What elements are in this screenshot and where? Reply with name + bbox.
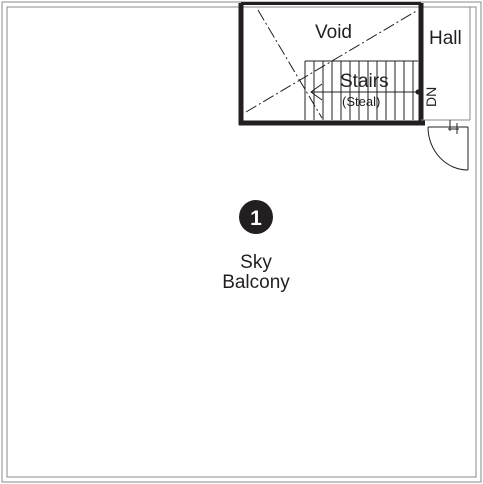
stair-void-walls [238, 2, 425, 126]
room-number: 1 [250, 207, 262, 230]
hall-label: Hall [429, 28, 462, 49]
stair-direction-label: DN [423, 87, 439, 107]
sky-balcony-label-line1: Sky [240, 252, 272, 273]
room-number-badge [239, 200, 273, 234]
stairs-label: Stairs [340, 71, 389, 92]
hall-walls [421, 7, 471, 121]
void-diagonals [245, 9, 419, 119]
stairs-note-label: (Steal) [342, 94, 380, 109]
void-label: Void [315, 22, 352, 43]
sky-balcony-label-line2: Balcony [222, 272, 290, 293]
stair-treads [304, 60, 418, 120]
door-swing [427, 120, 469, 171]
stair-direction-arrow [310, 83, 421, 101]
